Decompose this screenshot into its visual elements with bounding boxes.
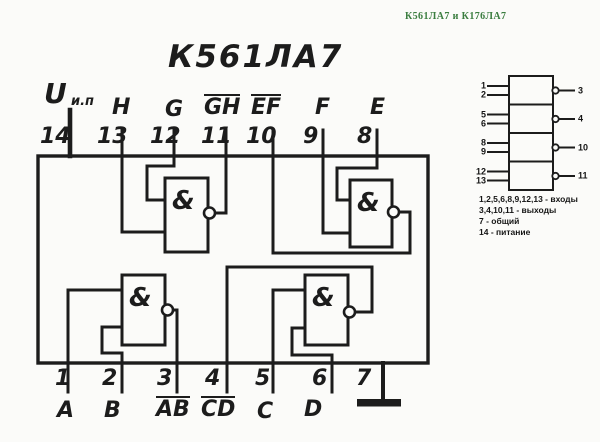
pin1-function-label: A <box>57 398 75 423</box>
pin14-number: 14 <box>40 124 71 149</box>
gate1-inversion-bubble <box>202 206 217 220</box>
pin12-function-label: G <box>165 97 184 122</box>
pinout-pin8-label: 8 <box>480 137 486 148</box>
bottom-pin-stubs <box>66 361 334 394</box>
top-pin-stubs <box>120 128 379 158</box>
wire-pin11-output <box>213 154 228 215</box>
pinout-pin5-label: 5 <box>480 109 486 119</box>
pinout-bubble-3 <box>551 86 560 95</box>
wire-pin3-output <box>171 308 179 365</box>
pin5-function-label: C <box>257 399 274 424</box>
pinout-pin10-label: 10 <box>578 142 589 152</box>
pinout-dividers <box>508 103 554 163</box>
pinout-bubble-10 <box>551 143 560 152</box>
pin11-number: 11 <box>201 124 232 149</box>
pinout-bubble-4 <box>551 114 560 124</box>
schematic-title: К561ЛА7 <box>168 39 344 75</box>
legend-outputs: 3,4,10,11 - выходы <box>479 205 557 215</box>
ic-body-outline <box>36 154 430 365</box>
legend-common: 7 - общий <box>479 216 520 226</box>
pinout-output-leads <box>558 89 575 177</box>
wire-pin6-input <box>290 326 334 365</box>
gate4-inversion-bubble <box>342 305 357 319</box>
pinout-pin3-label: 3 <box>578 85 584 95</box>
pin11-function-label: GH <box>204 94 241 120</box>
wire-pin4-output <box>225 265 374 365</box>
pinout-pin6-label: 6 <box>480 118 486 128</box>
pin1-number: 1 <box>55 366 71 391</box>
pinout-pin13-label: 13 <box>475 175 486 185</box>
wire-pin10-output <box>271 154 412 255</box>
pinout-pin2-label: 2 <box>480 89 486 100</box>
gate3-inversion-bubble <box>160 303 175 317</box>
pinout-pin1-label: 1 <box>480 80 486 91</box>
pin4-function-label: CD <box>201 396 236 422</box>
pin2-function-label: B <box>104 398 121 423</box>
pin13-number: 13 <box>97 124 128 149</box>
supply-voltage-symbol: U <box>44 77 67 110</box>
pin13-function-label: H <box>112 95 131 120</box>
gate2-inversion-bubble <box>386 205 401 219</box>
wire-pin5-input <box>271 288 307 365</box>
legend-inputs: 1,2,5,6,8,9,12,13 - входы <box>479 194 578 204</box>
wire-pin13-input <box>120 154 167 234</box>
pin6-number: 6 <box>312 366 328 391</box>
wire-pin12-input <box>145 154 176 202</box>
pinout-pin4-label: 4 <box>578 113 584 124</box>
pin6-function-label: D <box>304 397 323 422</box>
pin3-function-label: AB <box>156 396 190 422</box>
pin4-number: 4 <box>205 366 221 391</box>
pin10-number: 10 <box>246 124 277 149</box>
pinout-pin9-label: 9 <box>480 146 486 157</box>
pin10-function-label: EF <box>251 94 282 120</box>
pin2-number: 2 <box>102 366 118 391</box>
wire-pin2-input <box>100 325 124 365</box>
gate1-and-symbol: & <box>172 186 195 216</box>
gate3-and-symbol: & <box>129 283 152 313</box>
gate2-and-symbol: & <box>357 188 380 218</box>
pinout-bubble-11 <box>551 171 560 181</box>
pin8-function-label: E <box>370 95 386 120</box>
pin12-number: 12 <box>150 124 181 149</box>
wire-pin1-input <box>66 288 124 365</box>
pinout-pin11-label: 11 <box>578 170 588 181</box>
wire-pin9-input <box>321 154 352 235</box>
pin3-number: 3 <box>157 366 173 391</box>
pin7-number: 7 <box>356 366 372 391</box>
gate4-and-symbol: & <box>312 283 335 313</box>
page-title: К561ЛА7 и К176ЛА7 <box>405 11 507 22</box>
pin9-function-label: F <box>315 95 331 120</box>
legend-power: 14 - питание <box>479 227 531 237</box>
pinout-diagram <box>487 75 575 191</box>
ground-bar-icon <box>357 399 401 407</box>
pinout-pin12-label: 12 <box>475 166 486 176</box>
pin5-number: 5 <box>255 366 271 391</box>
wire-pin8-input <box>335 154 379 202</box>
pin8-number: 8 <box>357 124 373 149</box>
supply-voltage-subscript: и.п <box>71 94 95 109</box>
pinout-input-leads <box>487 85 510 182</box>
pin9-number: 9 <box>303 124 319 149</box>
